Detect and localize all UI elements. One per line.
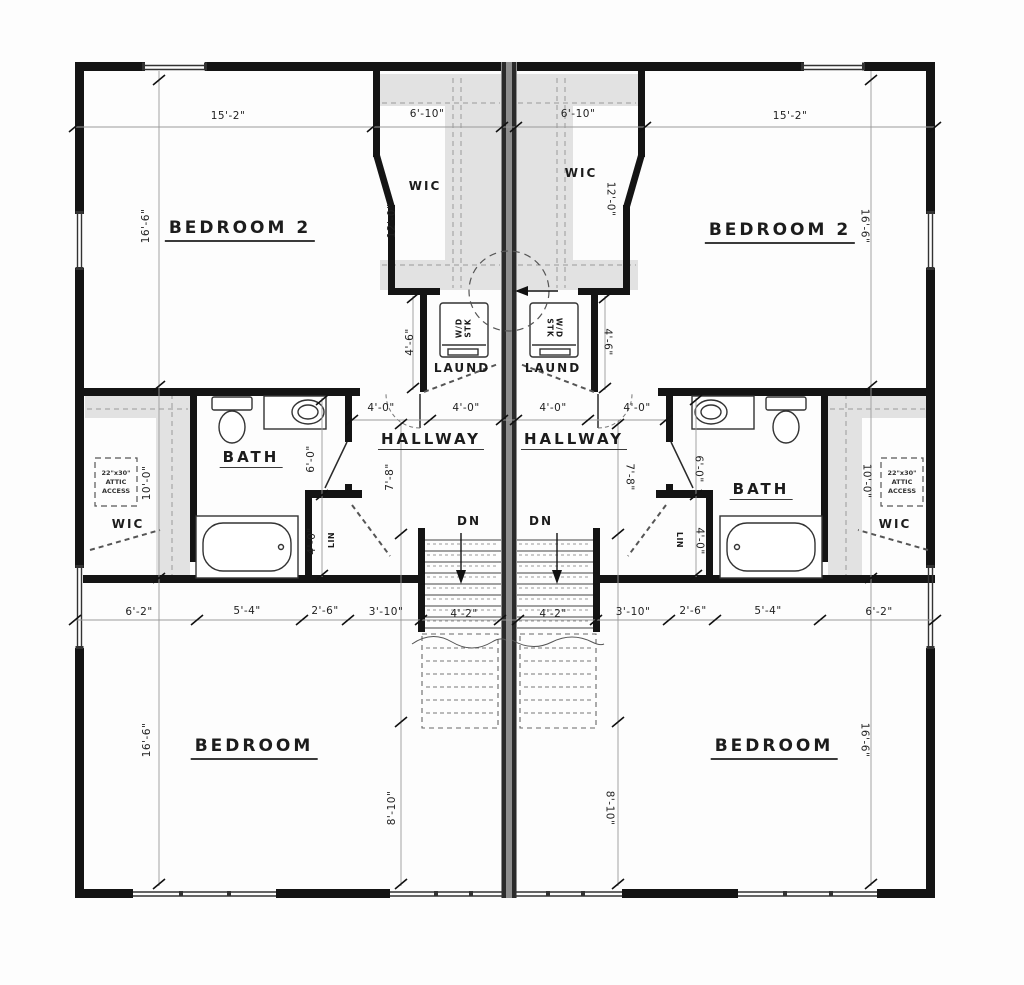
doors [324, 393, 694, 489]
dim-4-2-left: 4'-2" [450, 607, 478, 620]
attic-line2: ATTIC [105, 477, 127, 486]
room-label-wic-side-right: WIC [878, 517, 912, 531]
stair-down-label-right: DN [528, 514, 554, 528]
dim-2-6-left: 2'-6" [311, 604, 339, 617]
dim-6-0-right: 6'-0" [692, 455, 705, 483]
dim-5-4-right: 5'-4" [754, 604, 782, 617]
dim-15-2-left: 15'-2" [210, 109, 246, 122]
dim-12-0-left: 12'-0" [385, 203, 398, 239]
dim-6-10-left: 6'-10" [409, 107, 445, 120]
bifold-closet-doors [89, 363, 929, 557]
windows [75, 62, 935, 897]
toilet-right [765, 396, 807, 444]
room-label-hallway-left: HALLWAY [377, 432, 485, 450]
dim-6-2-left: 6'-2" [125, 605, 153, 618]
toilet-left [211, 396, 253, 444]
dim-16-6-bottom-right: 16'-6" [858, 722, 871, 758]
bathtub-right [719, 515, 823, 579]
dim-6-10-right: 6'-10" [560, 107, 596, 120]
stairs-right [511, 533, 605, 729]
room-label-laundry-left: LAUND [433, 361, 491, 375]
party-wall [501, 62, 517, 898]
dimension-lines [75, 71, 935, 886]
dim-6-0-left: 6'-0" [304, 445, 317, 473]
dim-4-0-lin-right: 4'-0" [693, 527, 706, 555]
room-label-bedroom2-right: BEDROOM 2 [704, 222, 856, 244]
attic-access-note-left: 22"x30" ATTIC ACCESS [94, 469, 138, 495]
room-label-bath-left: BATH [219, 450, 283, 468]
attic-line1: 22"x30" [887, 468, 917, 477]
dim-16-6-top-left: 16'-6" [139, 208, 152, 244]
attic-line2: ATTIC [891, 477, 913, 486]
dim-4-0-lin-left: 4'-0" [305, 527, 318, 555]
room-label-linen-right: LIN [675, 531, 684, 549]
shelving-dashed-lines [87, 78, 931, 578]
dim-4-0-hall-b-left: 4'-0" [452, 401, 480, 414]
dim-12-0-right: 12'-0" [604, 181, 617, 217]
dim-4-0-hall-a-right: 4'-0" [539, 401, 567, 414]
dim-4-6-right: 4'-6" [601, 328, 614, 356]
dim-8-10-left: 8'-10" [385, 790, 398, 826]
dim-10-0-right: 10'-0" [860, 463, 873, 499]
dim-3-10-left: 3'-10" [368, 605, 404, 618]
attic-line3: ACCESS [101, 486, 131, 495]
dim-16-6-top-right: 16'-6" [858, 208, 871, 244]
washer-dryer-label-right: W/D STK [545, 317, 564, 339]
room-label-laundry-right: LAUND [524, 361, 582, 375]
room-label-bedroom-left: BEDROOM [190, 738, 318, 760]
dim-15-2-right: 15'-2" [772, 109, 808, 122]
attic-access-note-right: 22"x30" ATTIC ACCESS [880, 469, 924, 495]
vanity-sink-right [691, 395, 755, 430]
room-label-linen-left: LIN [327, 531, 336, 549]
exterior-walls [75, 62, 935, 898]
room-label-bath-right: BATH [729, 482, 793, 500]
dim-3-10-right: 3'-10" [615, 605, 651, 618]
room-label-bedroom2-left: BEDROOM 2 [164, 220, 316, 242]
stairs-left [411, 533, 507, 729]
dim-2-6-right: 2'-6" [679, 604, 707, 617]
dim-4-6-left: 4'-6" [403, 328, 416, 356]
dim-16-6-bottom-left: 16'-6" [140, 722, 153, 758]
dim-8-10-right: 8'-10" [603, 790, 616, 826]
attic-access-boxes [94, 457, 924, 507]
bath-fixtures [195, 395, 823, 579]
room-label-wic-center-right: WIC [564, 166, 598, 180]
washer-dryer-units [439, 302, 579, 358]
dim-5-4-left: 5'-4" [233, 604, 261, 617]
detail-callout-circle [468, 250, 558, 332]
room-label-bedroom-right: BEDROOM [710, 738, 838, 760]
dim-6-2-right: 6'-2" [865, 605, 893, 618]
dim-4-2-right: 4'-2" [539, 607, 567, 620]
stair-down-label-left: DN [456, 514, 482, 528]
washer-dryer-label-left: W/D STK [454, 317, 473, 339]
dim-7-8-left: 7'-8" [383, 463, 396, 491]
room-label-hallway-right: HALLWAY [520, 432, 628, 450]
attic-line3: ACCESS [887, 486, 917, 495]
dim-4-0-hall-b-right: 4'-0" [623, 401, 651, 414]
interior-walls [83, 71, 935, 632]
attic-line1: 22"x30" [101, 468, 131, 477]
bathtub-left [195, 515, 299, 579]
room-label-wic-side-left: WIC [111, 517, 145, 531]
room-label-wic-center-left: WIC [408, 179, 442, 193]
dim-4-0-hall-a-left: 4'-0" [367, 401, 395, 414]
dim-7-8-right: 7'-8" [623, 463, 636, 491]
vanity-sink-left [263, 395, 327, 430]
dim-10-0-left: 10'-0" [140, 465, 153, 501]
